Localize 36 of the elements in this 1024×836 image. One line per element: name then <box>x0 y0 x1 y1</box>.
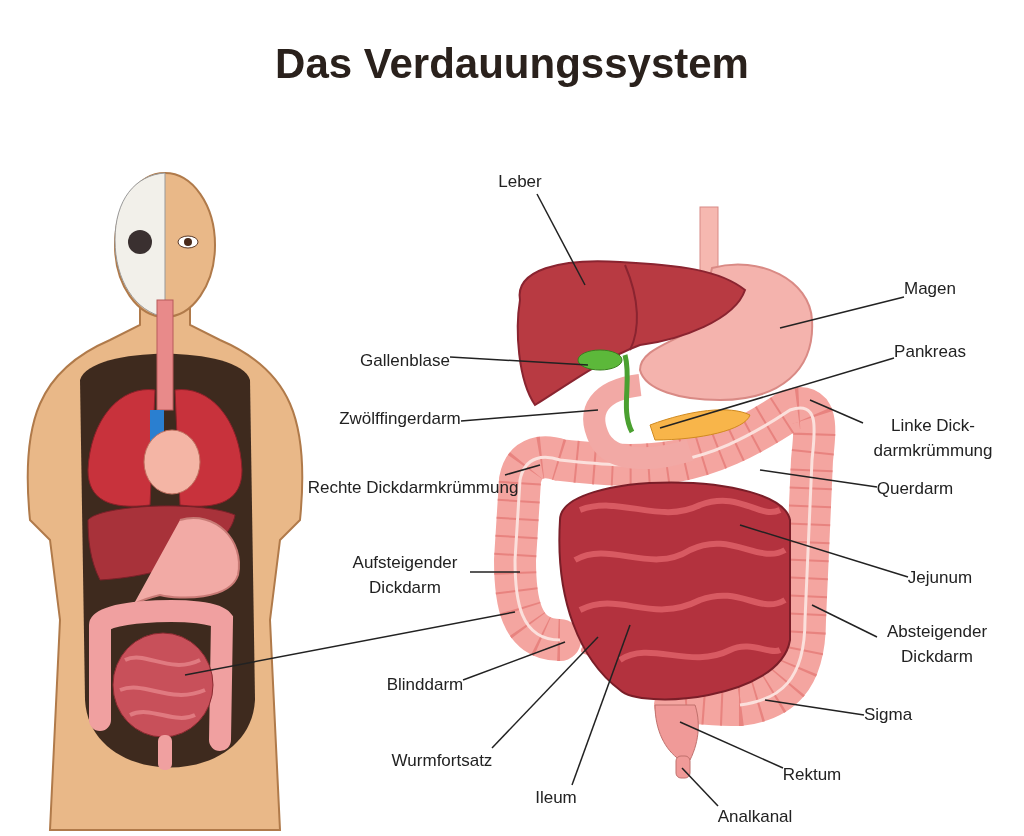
organ-label: Zwölffingerdarm <box>339 405 461 431</box>
leader-line <box>469 571 521 573</box>
leader-line <box>779 296 905 329</box>
organ-label: Ileum <box>535 784 577 810</box>
leader-line <box>571 624 631 786</box>
leader-line <box>449 356 589 366</box>
leader-line <box>536 193 586 286</box>
organ-label: Pankreas <box>894 338 966 364</box>
organ-label: Aufsteigender Dickdarm <box>340 550 470 600</box>
leader-line <box>504 464 541 476</box>
organ-label: Analkanal <box>717 803 793 829</box>
leader-line <box>679 721 784 769</box>
intestine-drawing <box>89 599 233 770</box>
leader-line <box>809 399 864 424</box>
organ-label: Blinddarm <box>386 671 464 697</box>
organ-label: Sigma <box>863 701 913 727</box>
organ-label: Magen <box>904 275 956 301</box>
leader-line <box>739 524 909 578</box>
leader-line <box>491 636 599 749</box>
organ-label: Absteigender Dickdarm <box>877 619 997 669</box>
organ-label: Leber <box>498 168 542 194</box>
leader-line <box>759 469 878 488</box>
organ-label: Jejunum <box>907 564 973 590</box>
organ-label: Linke Dick- darmkrümmung <box>863 413 1003 463</box>
organ-label: Rektum <box>782 761 842 787</box>
leader-line <box>764 699 865 716</box>
leader-line <box>460 409 599 422</box>
organ-label: Gallenblase <box>360 347 450 373</box>
title: Das Verdauungssystem <box>274 40 750 88</box>
leader-line <box>659 357 895 429</box>
organ-label: Querdarm <box>876 475 954 501</box>
leader-line <box>681 767 719 807</box>
organ-label: Wurmfortsatz <box>391 747 493 773</box>
organ-label: Rechte Dickdarmkrümmung <box>307 474 519 500</box>
leader-line <box>184 611 516 676</box>
leader-line <box>462 641 566 681</box>
